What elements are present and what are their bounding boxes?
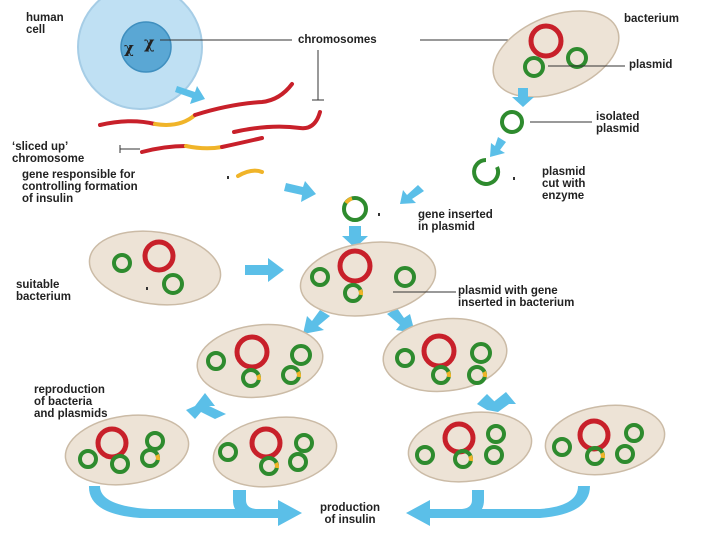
bacterium-top <box>492 10 620 98</box>
label-production: production of insulin <box>320 502 381 526</box>
bacterium-gen3-2 <box>212 416 338 488</box>
bacterium-gen3-1 <box>64 414 190 486</box>
chromosome-x-glyph: χ <box>144 33 155 52</box>
label-human-cell: human cell <box>26 12 64 36</box>
label-plasmid-cut: plasmid cut with enzyme <box>542 166 586 202</box>
chromosome-x-glyph: χ <box>124 39 134 57</box>
label-sliced-chromosome: ‘sliced up’ chromosome <box>12 141 85 165</box>
human-cell: χ χ <box>77 0 203 110</box>
isolated-plasmid <box>500 110 524 134</box>
bacterium-recombinant <box>299 241 437 317</box>
label-bacterium: bacterium <box>624 13 679 25</box>
cut-plasmid <box>472 158 501 186</box>
bacterium-gen3-3 <box>407 411 533 483</box>
label-isolated-plasmid: isolated plasmid <box>596 111 640 135</box>
label-suitable-bacterium: suitable bacterium <box>16 279 71 303</box>
label-reproduction: reproduction of bacteria and plasmids <box>34 384 108 420</box>
label-chromosomes: chromosomes <box>298 34 377 46</box>
bacterium-suitable <box>88 230 222 306</box>
label-plasmid: plasmid <box>629 59 673 71</box>
insulin-gene-fragment <box>236 168 264 178</box>
bacterium-gen3-4 <box>544 404 666 476</box>
label-gene-for-insulin: gene responsible for controlling formati… <box>22 169 138 205</box>
chromosome-strands <box>98 82 322 178</box>
label-plasmid-with-gene: plasmid with gene inserted in bacterium <box>458 285 575 309</box>
bacterium-gen2-right <box>382 317 508 393</box>
process-arrows <box>88 86 590 526</box>
nucleus <box>120 21 172 73</box>
recombinant-plasmid <box>342 196 368 222</box>
label-gene-inserted: gene inserted in plasmid <box>418 209 493 233</box>
bacterium-gen2-left <box>196 323 324 399</box>
